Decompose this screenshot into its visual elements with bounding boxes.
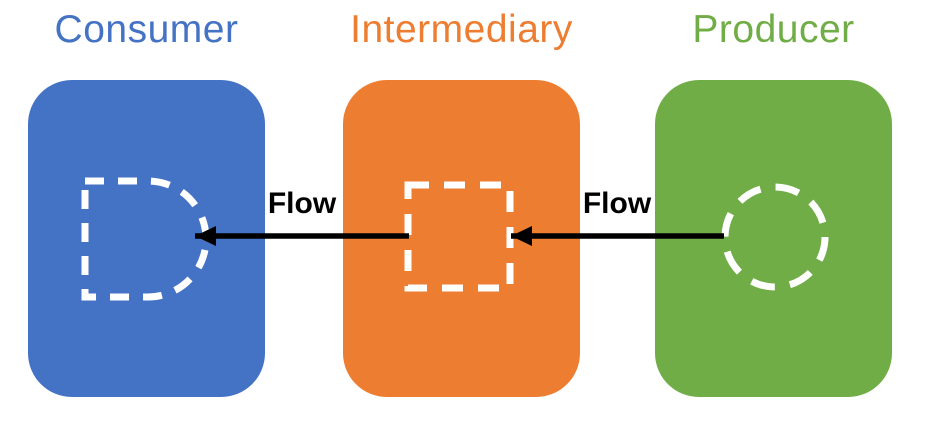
intermediary-title: Intermediary (350, 8, 573, 51)
producer-dashed-circle-icon (721, 183, 829, 291)
flow-label-consumer-side: Flow (267, 187, 337, 220)
flow-label-producer-side: Flow (582, 187, 652, 220)
intermediary-box (343, 80, 580, 397)
producer-title: Producer (692, 8, 855, 51)
producer-box (655, 80, 892, 397)
consumer-box (28, 80, 265, 397)
consumer-title: Consumer (54, 8, 239, 51)
intermediary-dashed-square-icon (404, 181, 514, 292)
